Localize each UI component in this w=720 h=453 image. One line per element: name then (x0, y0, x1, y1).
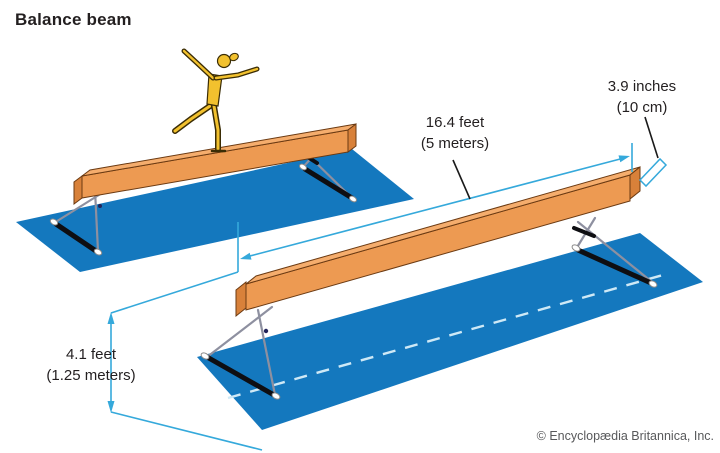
width-bracket (638, 157, 668, 188)
leg-foot (271, 392, 281, 400)
leg-foot (200, 352, 210, 360)
leg-foot (348, 195, 358, 203)
beam-width-value: 3.9 inches (607, 78, 677, 95)
leg-bolt (263, 328, 269, 334)
height-bottom-extension (110, 411, 263, 451)
leg-strut (205, 305, 274, 359)
leg-foot (648, 280, 658, 288)
rear-beam-right-end-face (347, 123, 357, 153)
arrowhead-down (107, 401, 115, 413)
leg-foot (93, 248, 103, 256)
gymnast-standing-leg-fill (212, 104, 220, 151)
length-leader-line (452, 159, 471, 200)
leg-base-bar (575, 247, 654, 286)
leg-bracket (572, 226, 596, 238)
arrowhead-right (618, 155, 630, 163)
width-leader-line (644, 116, 659, 159)
leg-strut (576, 220, 654, 284)
beam-length-label: 16.4 feet (5 meters) (395, 112, 515, 154)
leg-foot (298, 163, 308, 171)
front-beam-left-legs (200, 305, 281, 400)
gymnast-back-leg-fill (173, 104, 212, 133)
copyright-credit: © Encyclopædia Britannica, Inc. (536, 429, 714, 443)
beam-length-metric: (5 meters) (420, 135, 490, 152)
leg-strut (256, 308, 277, 397)
front-beam-right-end-face (629, 165, 641, 201)
gymnast-figure (172, 48, 260, 153)
leg-base-bar (53, 221, 99, 254)
beam-height-value: 4.1 feet (65, 346, 117, 363)
width-dimension (638, 116, 668, 188)
mat-center-line (227, 271, 671, 400)
height-dimension (107, 271, 263, 451)
front-beam-right-legs (571, 216, 658, 288)
front-beam (235, 165, 641, 318)
height-top-extension (110, 271, 239, 314)
rear-beam-end-face (73, 175, 83, 205)
leg-strut (93, 188, 100, 253)
beam-height-label: 4.1 feet (1.25 meters) (11, 344, 171, 386)
leg-base-bar (204, 354, 277, 398)
beam-width-label: 3.9 inches (10 cm) (582, 76, 702, 118)
front-beam-end-face (235, 280, 247, 318)
beam-length-value: 16.4 feet (425, 114, 485, 131)
rear-landing-mat (16, 149, 414, 272)
dimension-annotations (107, 116, 668, 451)
gymnast-left-arm-fill (182, 49, 215, 80)
beam-width-metric: (10 cm) (616, 99, 668, 116)
gymnast-head (216, 53, 232, 69)
front-landing-mat (197, 233, 703, 430)
diagram-title: Balance beam (15, 10, 132, 29)
front-beam-assembly (197, 165, 703, 430)
length-dimension (237, 143, 633, 272)
beam-height-metric: (1.25 meters) (46, 367, 136, 384)
leg-foot (571, 244, 581, 252)
leg-foot (49, 218, 59, 226)
gymnast-right-arm-fill (214, 67, 259, 80)
leg-bolt (98, 204, 102, 208)
arrowhead-left (240, 252, 252, 260)
leg-base-bar (302, 166, 355, 201)
length-dimension-line (245, 157, 625, 258)
gymnast-hair-bun (229, 52, 239, 62)
arrowhead-up (107, 312, 115, 324)
